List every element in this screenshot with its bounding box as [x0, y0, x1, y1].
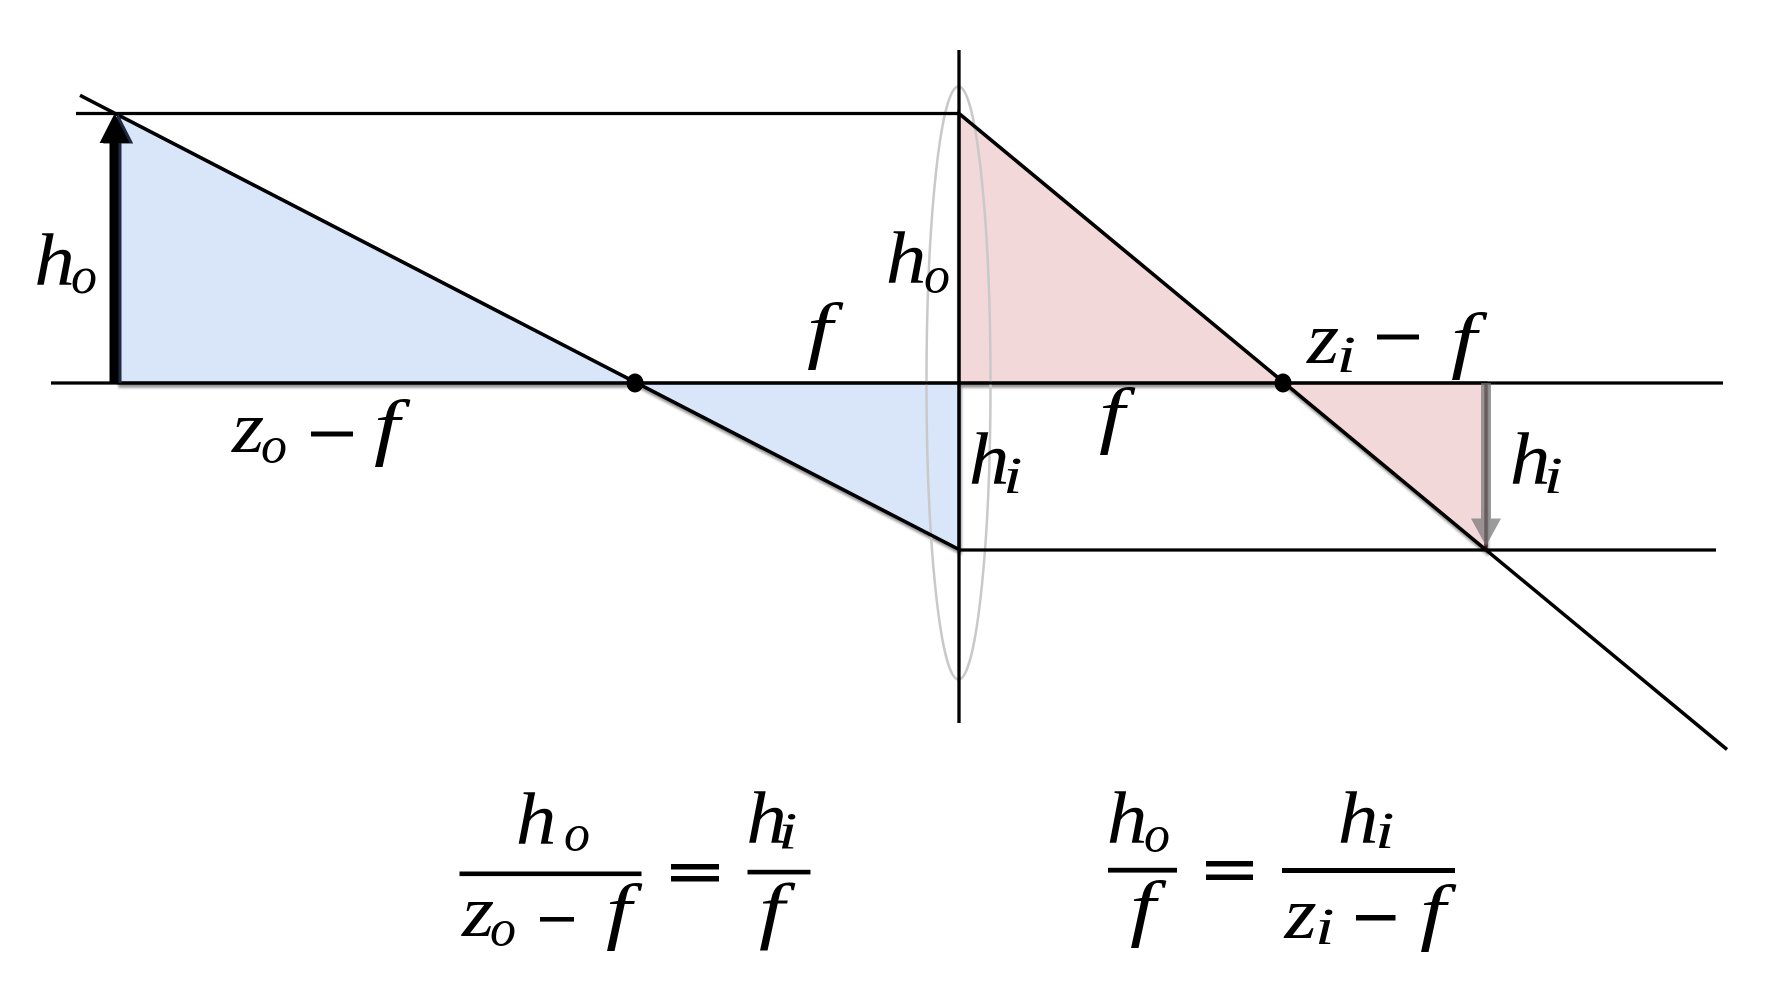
svg-text:f: f	[1451, 299, 1487, 381]
svg-text:h: h	[886, 217, 927, 299]
svg-text:o: o	[261, 418, 287, 475]
svg-text:i: i	[778, 803, 798, 860]
svg-text:z: z	[461, 870, 494, 952]
svg-text:h: h	[1107, 777, 1148, 859]
svg-text:i: i	[1544, 448, 1564, 505]
svg-text:z: z	[1283, 872, 1316, 954]
svg-text:h: h	[1510, 418, 1551, 500]
svg-text:h: h	[516, 778, 557, 860]
svg-text:o: o	[490, 901, 516, 958]
svg-text:z: z	[231, 386, 264, 468]
svg-text:f: f	[1420, 871, 1456, 953]
svg-text:f: f	[759, 869, 795, 951]
svg-text:f: f	[807, 289, 843, 371]
svg-text:i: i	[1315, 899, 1335, 956]
svg-text:h: h	[1338, 777, 1379, 859]
svg-text:i: i	[1337, 327, 1357, 384]
svg-text:f: f	[1099, 374, 1135, 456]
svg-text:h: h	[746, 777, 787, 859]
svg-text:i: i	[1003, 448, 1023, 505]
svg-text:h: h	[969, 418, 1010, 500]
svg-text:o: o	[924, 248, 950, 305]
svg-text:i: i	[1375, 803, 1395, 860]
svg-text:o: o	[564, 806, 590, 863]
svg-text:o: o	[71, 248, 97, 305]
svg-text:f: f	[606, 870, 642, 952]
svg-text:f: f	[1130, 867, 1166, 949]
svg-text:f: f	[374, 386, 410, 468]
svg-text:h: h	[34, 219, 75, 301]
svg-text:o: o	[1144, 807, 1170, 864]
svg-text:z: z	[1306, 297, 1339, 379]
